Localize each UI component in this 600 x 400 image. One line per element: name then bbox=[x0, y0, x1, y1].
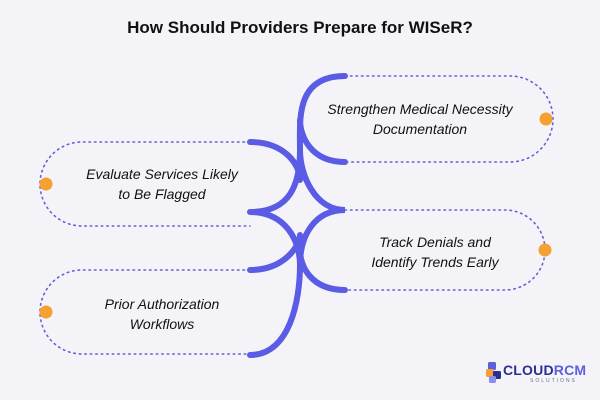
logo-tagline: SOLUTIONS bbox=[530, 378, 577, 384]
step-3-outline bbox=[344, 209, 546, 291]
step-3-label: Track Denials and Identify Trends Early bbox=[335, 232, 535, 272]
step-3-dot bbox=[538, 243, 552, 257]
spine-branch-upper bbox=[247, 117, 348, 183]
page-title: How Should Providers Prepare for WISeR? bbox=[127, 18, 473, 37]
step-2-line-2: to Be Flagged bbox=[118, 186, 206, 202]
step-4-dot bbox=[39, 305, 53, 319]
spine-branch-lower bbox=[247, 232, 348, 293]
step-1-line-2: Documentation bbox=[372, 121, 468, 137]
step-4-line-2: Workflows bbox=[129, 316, 195, 332]
logo-name-part-2: RCM bbox=[553, 362, 587, 378]
step-2-label: Evaluate Services Likely to Be Flagged bbox=[62, 164, 262, 204]
step-4-outline bbox=[39, 269, 251, 355]
logo-mark-icon bbox=[486, 362, 501, 383]
company-logo: CLOUDRCM SOLUTIONS bbox=[486, 360, 596, 390]
step-1-dot bbox=[539, 112, 553, 126]
step-4-line-1: Prior Authorization bbox=[104, 296, 220, 312]
step-3-line-1: Track Denials and bbox=[379, 234, 491, 250]
step-2-outline bbox=[39, 141, 251, 227]
step-3-line-2: Identify Trends Early bbox=[371, 254, 499, 270]
logo-name: CLOUDRCM bbox=[503, 362, 586, 378]
step-1-outline bbox=[344, 75, 554, 163]
step-2-dot bbox=[39, 177, 53, 191]
step-2-line-1: Evaluate Services Likely bbox=[86, 166, 238, 182]
step-1-label: Strengthen Medical Necessity Documentati… bbox=[300, 99, 540, 139]
step-1-line-1: Strengthen Medical Necessity bbox=[327, 101, 513, 117]
logo-name-part-1: CLOUD bbox=[503, 362, 554, 378]
step-4-label: Prior Authorization Workflows bbox=[62, 294, 262, 334]
